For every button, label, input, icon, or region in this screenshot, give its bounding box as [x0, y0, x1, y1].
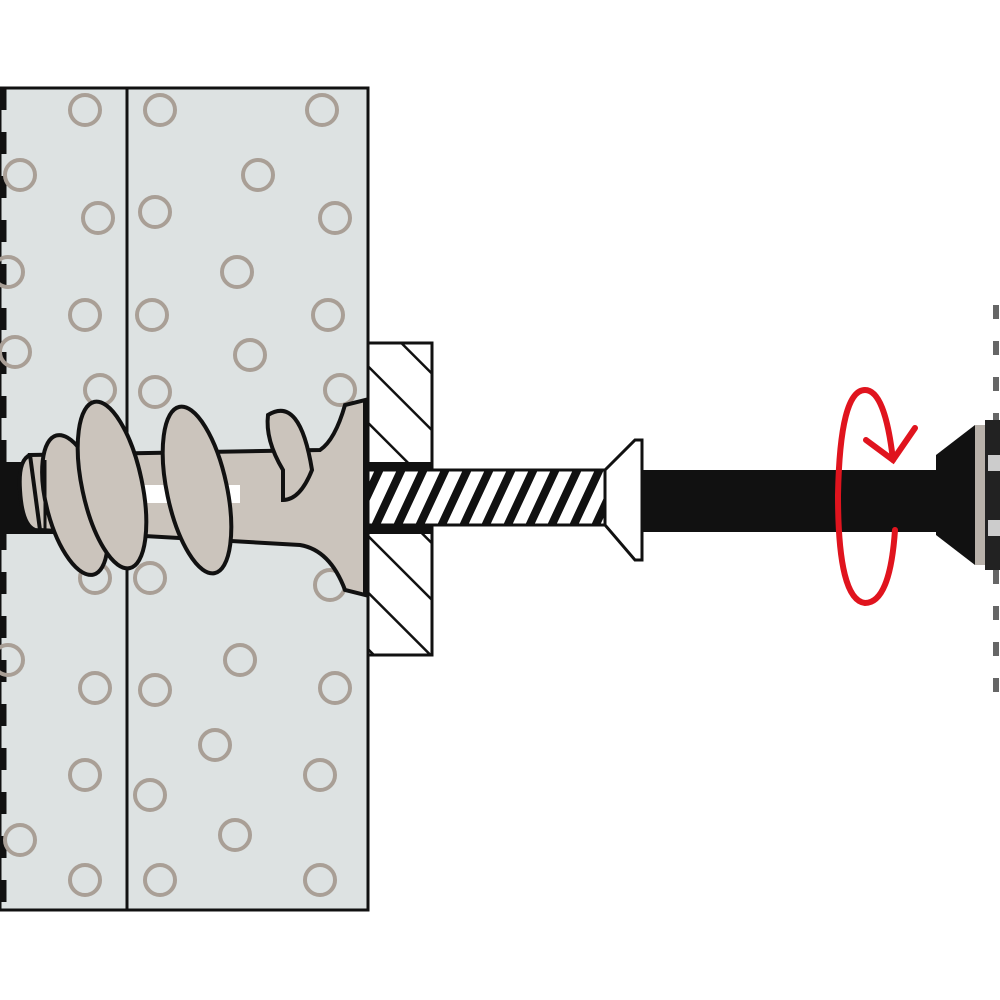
wall-texture-dots	[0, 93, 357, 897]
wall-dot	[3, 823, 37, 857]
wall-dot	[138, 375, 172, 409]
wall-dot	[323, 373, 357, 407]
wall-dot	[218, 818, 252, 852]
wall-dot	[198, 728, 232, 762]
screw-head	[603, 438, 644, 562]
screwdriver-bit-icon	[643, 470, 938, 532]
wall-dot	[68, 93, 102, 127]
wall-dot	[133, 561, 167, 595]
wall-dot	[68, 298, 102, 332]
wall-dot	[305, 93, 339, 127]
wall-dot	[81, 201, 115, 235]
wall-dot	[303, 758, 337, 792]
wall-dot	[78, 671, 112, 705]
wall-dot	[220, 255, 254, 289]
wall-dot	[138, 673, 172, 707]
wall-dot	[0, 255, 25, 289]
wall-dot	[223, 643, 257, 677]
screw-icon	[366, 438, 644, 562]
wall-dot	[68, 758, 102, 792]
wall-dot	[303, 863, 337, 897]
wall-dot	[241, 158, 275, 192]
rotation-arrow-icon	[834, 386, 918, 607]
wall-dot	[68, 863, 102, 897]
wall-dot	[311, 298, 345, 332]
spiral-anchor-icon	[17, 397, 367, 598]
wall-dot	[143, 863, 177, 897]
wall-dot	[135, 298, 169, 332]
wall-dot	[138, 195, 172, 229]
wall-dot	[0, 643, 25, 677]
wall-dot	[3, 158, 37, 192]
wall-dot	[133, 778, 167, 812]
wall-dot	[318, 671, 352, 705]
wall-dot	[233, 338, 267, 372]
wall-dot	[0, 335, 32, 369]
wall-dot	[143, 93, 177, 127]
wall-dot	[318, 201, 352, 235]
drill-chuck-icon	[936, 305, 1000, 700]
